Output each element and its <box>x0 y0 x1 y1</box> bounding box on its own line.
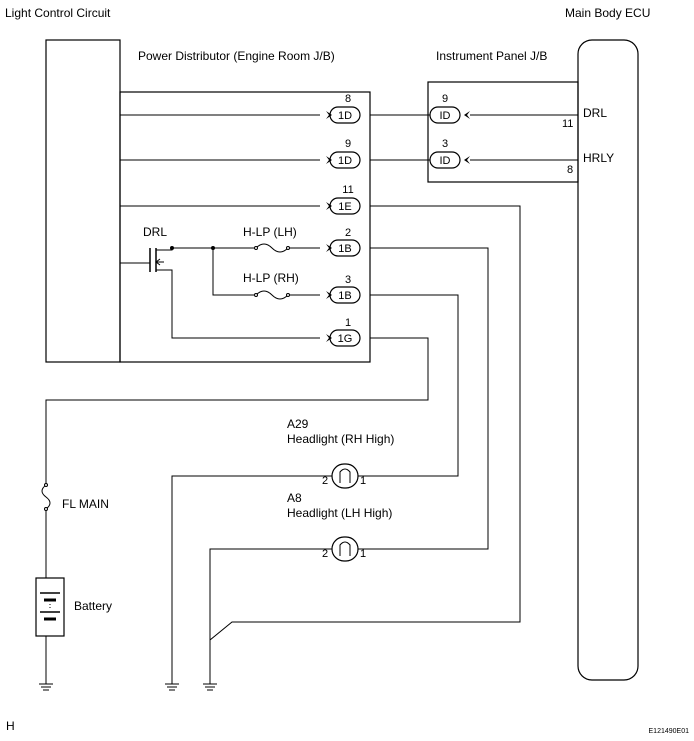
svg-text:1E: 1E <box>338 201 351 213</box>
diagram-title: Light Control Circuit <box>5 6 111 20</box>
footer-figure-code: E121490E01 <box>649 728 690 735</box>
headlight-rh-pin-right: 1 <box>360 475 366 487</box>
headlight-lh-bulb <box>331 536 359 562</box>
headlight-rh-bulb <box>331 463 359 489</box>
svg-text:1B: 1B <box>338 290 351 302</box>
connector-id-pin3: ID 3 <box>429 138 470 169</box>
power-distributor-box <box>119 91 371 363</box>
headlight-lh-pin-left: 2 <box>322 548 328 560</box>
svg-text:11: 11 <box>342 184 353 196</box>
connector-id-pin9: ID 9 <box>429 93 470 124</box>
main-body-ecu-box <box>577 39 639 681</box>
headlight-rh-name: Headlight (RH High) <box>287 432 394 446</box>
ecu-pin-hrly-num: 8 <box>567 164 573 176</box>
svg-text:1G: 1G <box>338 333 353 345</box>
ground-icon <box>202 679 218 691</box>
svg-text:3: 3 <box>345 274 351 286</box>
headlight-rh-id: A29 <box>287 417 309 431</box>
fuse-hlp-lh-label: H-LP (LH) <box>243 225 297 239</box>
svg-text:3: 3 <box>442 138 448 150</box>
svg-text:9: 9 <box>345 138 351 150</box>
battery-symbol <box>35 577 65 637</box>
ecu-pin-hrly-name: HRLY <box>583 151 614 165</box>
ecu-pin-drl-num: 11 <box>562 118 573 130</box>
instrument-panel-label: Instrument Panel J/B <box>436 49 547 63</box>
battery-label: Battery <box>74 599 112 613</box>
connector-1e-pin11: 1E 11 <box>326 184 361 215</box>
fuse-hlp-rh-label: H-LP (RH) <box>243 271 299 285</box>
ecu-label: Main Body ECU <box>565 6 650 20</box>
ground-icon <box>164 679 180 691</box>
connector-1b-pin2: 1B 2 <box>326 227 361 257</box>
svg-text:9: 9 <box>442 93 448 105</box>
svg-text:ID: ID <box>440 155 451 167</box>
ground-icon <box>38 679 54 691</box>
ecu-pin-drl-name: DRL <box>583 106 607 120</box>
connector-1d-pin8: 1D 8 <box>326 93 361 124</box>
svg-text:1B: 1B <box>338 243 351 255</box>
svg-text:ID: ID <box>440 110 451 122</box>
headlight-lh-pin-right: 1 <box>360 548 366 560</box>
drl-relay-label: DRL <box>143 225 167 239</box>
svg-text:8: 8 <box>345 93 351 105</box>
fuse-fl-main-label: FL MAIN <box>62 497 109 511</box>
svg-text:1: 1 <box>345 317 351 329</box>
headlight-lh-name: Headlight (LH High) <box>287 506 392 520</box>
headlight-lh-id: A8 <box>287 491 302 505</box>
connector-1d-pin9: 1D 9 <box>326 138 361 169</box>
svg-text:1D: 1D <box>338 155 352 167</box>
connector-1b-pin3: 1B 3 <box>326 274 361 304</box>
connector-1g-pin1: 1G 1 <box>326 317 361 347</box>
power-distributor-left-block <box>45 39 121 363</box>
footer-left: H <box>6 719 15 733</box>
headlight-rh-pin-left: 2 <box>322 475 328 487</box>
svg-text:1D: 1D <box>338 110 352 122</box>
svg-text:2: 2 <box>345 227 351 239</box>
power-distributor-label: Power Distributor (Engine Room J/B) <box>138 49 335 63</box>
